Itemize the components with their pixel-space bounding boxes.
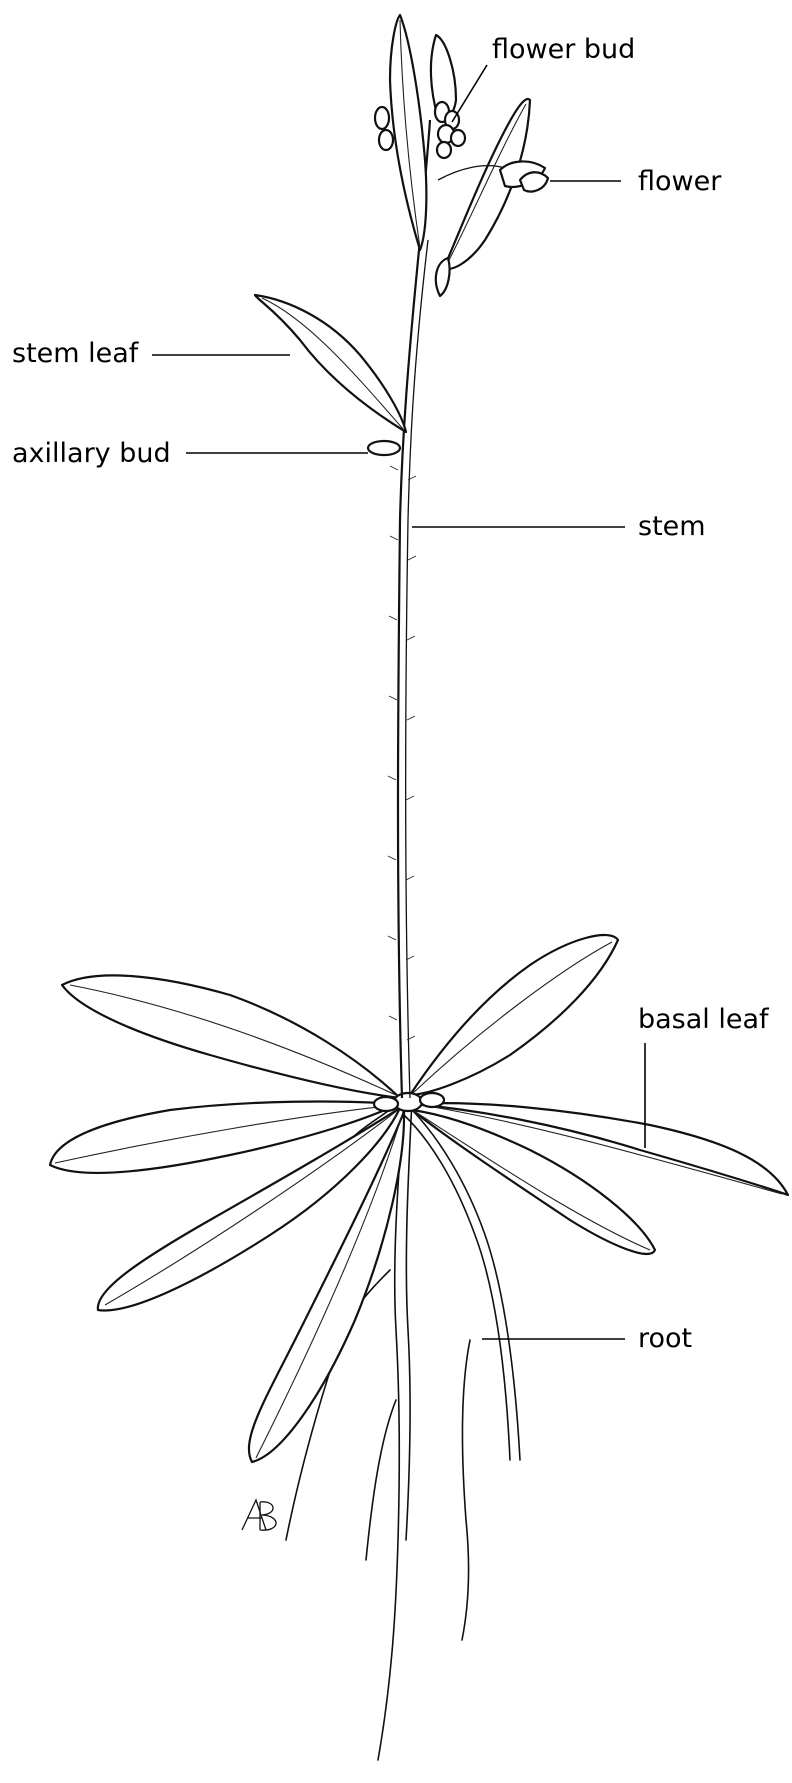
label-axillary-bud: axillary bud [12,438,171,469]
label-root: root [638,1323,692,1354]
basal-leaf-upper-right [410,935,618,1095]
label-stem: stem [638,511,706,542]
stem-drawing [388,120,430,1098]
axillary-bud-shape [368,441,400,455]
leader-flower-bud [452,65,487,122]
stem-leaf-drawing [255,295,406,455]
label-flower-bud: flower bud [492,34,635,65]
label-stem-leaf: stem leaf [12,338,140,369]
artist-signature [242,1500,276,1530]
label-flower: flower [638,166,722,197]
label-basal-leaf: basal leaf [638,1004,770,1035]
